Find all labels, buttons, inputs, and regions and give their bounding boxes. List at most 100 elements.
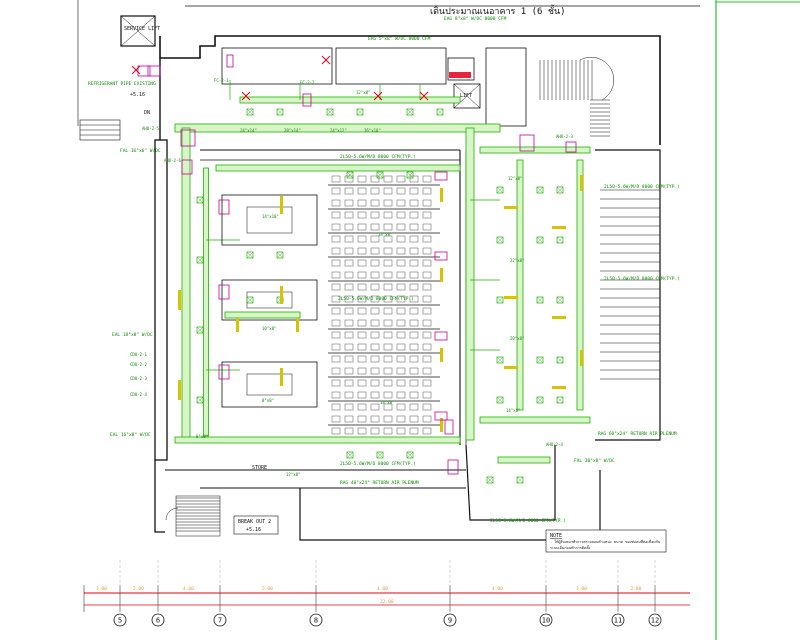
equipment-unit <box>565 141 577 153</box>
eal-label-1: EAL 18"x8" W/DC <box>112 332 153 338</box>
diffuser <box>436 108 444 116</box>
chair <box>383 367 393 375</box>
lift-warning-strip <box>449 72 471 78</box>
fal-label-1: FAL 16"x6" W/DC <box>120 148 161 154</box>
chair <box>409 331 419 339</box>
chair <box>370 271 380 279</box>
duct-segment <box>174 436 461 444</box>
ductwork <box>174 80 591 464</box>
equipment-unit <box>434 331 448 341</box>
stair-curve <box>165 507 179 521</box>
chair <box>357 247 367 255</box>
chair <box>370 247 380 255</box>
existing-pipe-label: REFRIGERANT PIPE EXISTING <box>88 81 156 87</box>
chair <box>331 367 341 375</box>
diffuser-diag <box>376 171 384 179</box>
meeting-table <box>246 206 293 234</box>
duct-size-label: AHU-2-3 <box>556 134 573 139</box>
breakout-label: BREAK OUT 2 <box>238 519 271 525</box>
building-walls <box>154 35 661 541</box>
chair <box>422 175 432 183</box>
diffuser <box>556 356 564 364</box>
plan-title: เดินประมาณเนอาคาร 1 (6 ชั้น) <box>430 4 566 17</box>
chair <box>383 295 393 303</box>
equipment-unit <box>181 159 193 175</box>
red-cross <box>321 55 331 65</box>
chair <box>396 427 406 435</box>
chair <box>331 307 341 315</box>
core-rooms <box>221 47 527 127</box>
dimension-value: 3.00 <box>576 586 587 592</box>
duct-segment <box>479 416 591 424</box>
chair <box>409 403 419 411</box>
chair <box>370 295 380 303</box>
diffuser-diag <box>556 236 564 244</box>
chair <box>422 187 432 195</box>
diffuser <box>246 108 254 116</box>
diffuser-diag <box>536 236 544 244</box>
duct-size-label: 22"x8" <box>510 258 524 263</box>
red-cross <box>241 91 251 101</box>
meeting-room <box>221 279 318 321</box>
chair <box>396 295 406 303</box>
note-line-2: ระบบเดิมก่อนทำการติดตั้ง <box>550 545 591 550</box>
chair <box>383 187 393 195</box>
stair-bottom <box>165 495 221 537</box>
diffuser-diag <box>556 396 564 404</box>
dimension-value: 5.00 <box>262 586 273 592</box>
chair <box>331 271 341 279</box>
duct-size-label: FC-2-2 <box>300 80 315 85</box>
chair <box>422 295 432 303</box>
meeting-table <box>246 373 293 396</box>
chair <box>396 379 406 387</box>
diffuser <box>196 326 204 334</box>
duct-size-label: AHU-2-5 <box>142 126 159 131</box>
duct-size-label: 12"x8" <box>286 472 300 477</box>
diffuser <box>196 396 204 404</box>
diffuser <box>516 476 524 484</box>
chair <box>370 187 380 195</box>
chair <box>422 211 432 219</box>
duct-segment <box>576 159 584 411</box>
fal-label-2: FAL 30"x8" W/DC <box>574 458 615 464</box>
red-cross <box>373 91 383 101</box>
diffuser <box>556 396 564 404</box>
diffuser <box>376 451 384 459</box>
stair-right-lower <box>600 189 660 380</box>
chair <box>370 283 380 291</box>
grid-bubble <box>539 613 553 627</box>
diffuser <box>346 451 354 459</box>
duct-size-label: FC-2-1 <box>214 78 229 83</box>
diffuser <box>536 236 544 244</box>
equipment-bar <box>440 188 443 202</box>
chair <box>370 307 380 315</box>
chair <box>383 199 393 207</box>
duct-size-label: CDU-2-3 <box>130 376 147 381</box>
chair <box>396 391 406 399</box>
chair <box>409 391 419 399</box>
duct-segment <box>239 96 461 104</box>
chair <box>357 391 367 399</box>
left-exterior <box>77 0 121 141</box>
chair <box>357 283 367 291</box>
grid-axis-label: 8 <box>314 617 318 625</box>
chair <box>396 415 406 423</box>
grid-axis-label: 9 <box>448 617 452 625</box>
chair <box>331 391 341 399</box>
chair <box>370 199 380 207</box>
chair <box>357 355 367 363</box>
chair <box>383 259 393 267</box>
chair <box>409 175 419 183</box>
cfm-label-2: 2L50-5.6W/M/D 8000 CFM(TYP.) <box>338 296 414 302</box>
diffuser-diag <box>376 451 384 459</box>
diffuser-diag <box>246 296 254 304</box>
chair <box>422 391 432 399</box>
diffuser-diag <box>536 186 544 194</box>
chair <box>331 355 341 363</box>
grid-bubble <box>611 613 625 627</box>
diffuser-diag <box>406 108 414 116</box>
chair <box>331 199 341 207</box>
cfm-label-6: 2L50-5.6W/M/D 8000 CFM(TYP.) <box>490 518 566 524</box>
